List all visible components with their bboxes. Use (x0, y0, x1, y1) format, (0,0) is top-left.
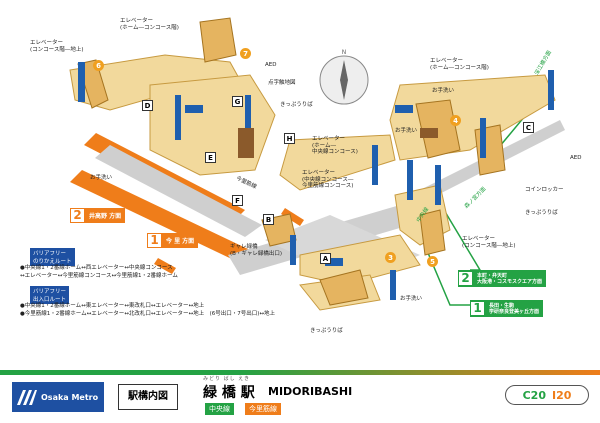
label-toilets-center: お手洗い (395, 128, 418, 134)
sign-central-1: 1 長田・生駒 学研奈良登美ヶ丘方面 (470, 300, 544, 317)
label-toilets-left: お手洗い (90, 175, 113, 181)
tag-imazato: 今里筋線 (245, 403, 281, 415)
station-map: N エレベーター (コンコース階―地上) エレベーター (ホーム―コンコース階)… (20, 17, 582, 334)
station-name-jp: 緑 橋 駅 (203, 385, 255, 401)
footer-bar: Osaka Metro 駅構内図 みどり ばし えき 緑 橋 駅 MIDORIB… (0, 370, 600, 423)
sign-imazato-2: 2 井高野 方面 (70, 208, 126, 223)
legend-bf-route-2: バリアフリー 出入口ルート (30, 286, 70, 304)
exit-g: G (232, 96, 243, 107)
elevator-shaft-5 (407, 160, 413, 200)
sign-central-2-text: 本町・弁天町 大阪港・コスモスクエア方面 (477, 272, 543, 285)
station-name-en: MIDORIBASHI (268, 385, 353, 398)
elevator-shaft-8 (548, 70, 554, 110)
sign-central-1-text: 長田・生駒 学研奈良登美ヶ丘方面 (489, 302, 540, 315)
exit-3: 3 (385, 252, 396, 263)
legend-bf-route-1: バリアフリー のりかえルート (30, 248, 75, 266)
label-elev-home-concourse-top: エレベーター (ホーム―コンコース階) (120, 18, 179, 31)
label-aed-left: AED (265, 62, 277, 68)
stair-exit-5 (419, 209, 446, 256)
label-ticket-bottom: きっぷうりば (310, 328, 343, 334)
exit-h: H (284, 133, 295, 144)
exit-6: 6 (93, 60, 104, 71)
code-imazato: I20 (551, 388, 572, 402)
brand-mark-icon (17, 390, 37, 405)
legend-row-2: ↔エレベーター↔今里筋線コンコース↔今里筋線1・2番線ホーム (20, 273, 178, 279)
label-elev-home-concourse-right: エレベーター (ホーム―コンコース階) (430, 58, 489, 71)
label-elev-concourse-ground-left: エレベーター (コンコース階―地上) (30, 40, 84, 53)
label-ticket-left: きっぷうりば (280, 102, 313, 108)
brand-name: Osaka Metro (41, 392, 99, 402)
sign-imazato-1-text: 今 里 方面 (166, 238, 195, 245)
sign-central-2: 2 本町・弁天町 大阪港・コスモスクエア方面 (458, 270, 547, 287)
legend-row-3: ●中央線1・2番線ホーム↔東エレベーター↔東改札口↔エレベーター↔地上 (20, 303, 205, 309)
station-codes: C20 I20 (505, 385, 589, 405)
sign-imazato-1: 1 今 里 方面 (147, 233, 199, 248)
imazato-arrow-1 (281, 208, 304, 226)
code-central: C20 (522, 388, 546, 402)
legend-row-1: ●中央線1・2番線ホーム↔西エレベーター↔中央線コンコース (20, 265, 173, 271)
label-toilets-bottom: お手洗い (400, 296, 423, 302)
label-gallery: ギャレ緑橋 (B・ギャレ緑橋出口) (230, 244, 283, 257)
legend-row-4: ●今里筋線1・2番線ホーム↔エレベーター↔北改札口↔エレベーター↔地上 (6号出… (20, 311, 275, 317)
elevator-shaft-7 (480, 118, 486, 158)
station-ruby: みどり ばし えき (203, 376, 251, 382)
svg-text:N: N (342, 49, 347, 56)
label-elev-center-top: エレベーター (ホーム― 中央線コンコース) (312, 136, 358, 155)
block-east (420, 128, 438, 138)
sign-central-1-num: 1 (471, 302, 484, 315)
footer-stripe (0, 370, 600, 375)
exit-a: A (320, 253, 331, 264)
stair-exit-7 (199, 17, 237, 63)
tag-central: 中央線 (205, 403, 234, 415)
imazato-arrow-2 (154, 258, 176, 274)
gate-west (185, 105, 203, 113)
sign-imazato-2-text: 井高野 方面 (89, 213, 122, 220)
exit-b: B (263, 214, 274, 225)
exit-f: F (232, 195, 243, 206)
elevator-shaft-1 (78, 62, 85, 102)
gate-east (395, 105, 413, 113)
stair-exit-c (474, 124, 506, 176)
label-elev-center-mid: エレベーター (中央線コンコース― 今里筋線コンコース) (302, 170, 354, 189)
elevator-shaft-2 (175, 95, 181, 140)
imazato-track-lower (70, 170, 250, 262)
stair-exit-6 (77, 59, 109, 109)
exit-d: D (142, 100, 153, 111)
elevator-shaft-4 (372, 145, 378, 185)
sign-central-2-num: 2 (459, 272, 472, 285)
label-toilets-right: お手洗い (432, 88, 455, 94)
label-coin-locker: コインロッカー (525, 187, 564, 193)
block-west (238, 128, 254, 158)
title-box: 駅構内図 (118, 384, 178, 410)
imazato-platform (95, 145, 262, 237)
exit-c: C (523, 122, 534, 133)
brand-logo: Osaka Metro (12, 382, 104, 412)
compass: N (319, 49, 369, 105)
exit-7: 7 (240, 48, 251, 59)
elevator-shaft-10 (390, 270, 396, 300)
sign-imazato-2-num: 2 (71, 209, 84, 222)
exit-e: E (205, 152, 216, 163)
sign-imazato-1-num: 1 (148, 234, 161, 247)
elevator-shaft-9 (290, 235, 296, 265)
concourse-center (279, 134, 396, 191)
exit-5: 5 (427, 256, 438, 267)
stair-exit-a (319, 269, 369, 306)
label-elev-bottom-right: エレベーター (コンコース階―地上) (462, 236, 516, 249)
elevator-shaft-3 (245, 95, 251, 140)
gate-south (325, 258, 343, 266)
elevator-shaft-6 (435, 165, 441, 205)
label-aed-right: AED (570, 155, 582, 161)
label-ticket-right: きっぷうりば (525, 210, 558, 216)
label-dementia-support: 点字触地図 (268, 80, 296, 86)
exit-4: 4 (450, 115, 461, 126)
